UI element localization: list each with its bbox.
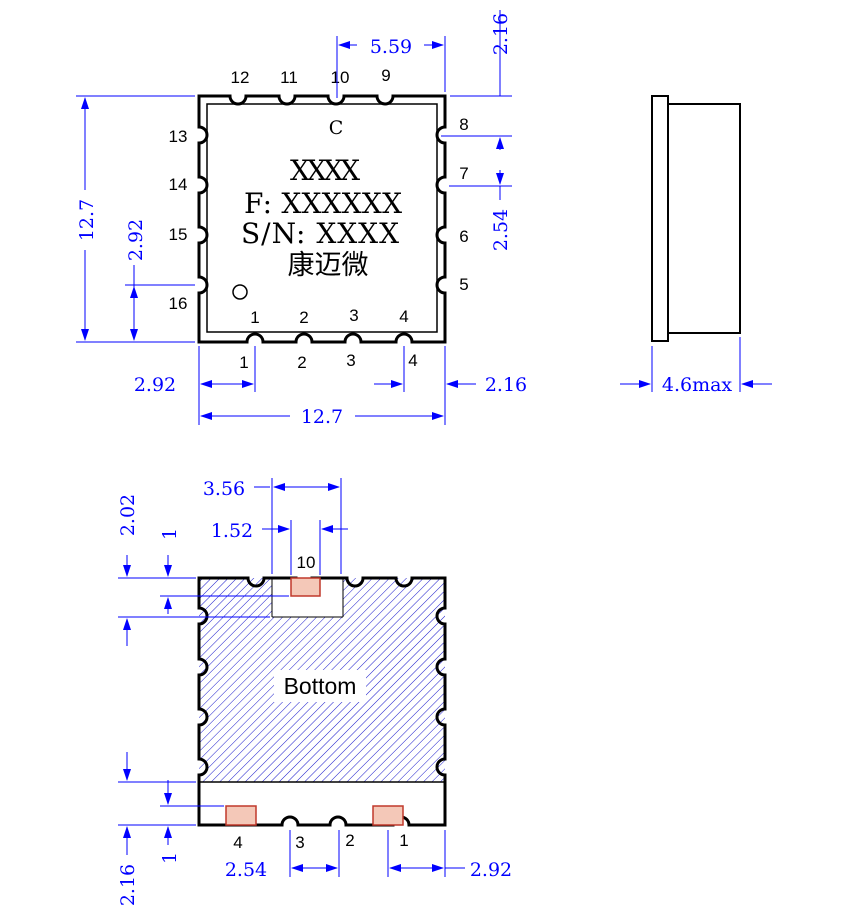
orientation-mark: C: [329, 117, 344, 139]
svg-text:5.59: 5.59: [370, 36, 412, 58]
dim-top-right-offset: 2.16: [450, 10, 512, 97]
dim-top-strip: 1: [159, 528, 289, 614]
top-view-outline: [197, 94, 447, 344]
pin-label: 10: [331, 68, 350, 87]
pin-label: 15: [169, 225, 188, 244]
dim-bottom-strip: 1: [159, 780, 224, 864]
svg-text:12.7: 12.7: [301, 406, 343, 428]
svg-text:2.92: 2.92: [134, 374, 176, 396]
svg-text:12.7: 12.7: [76, 199, 98, 241]
pin-label: 1: [239, 353, 248, 372]
bottom-label: Bottom: [284, 673, 357, 699]
svg-text:2.02: 2.02: [117, 494, 139, 536]
pin-label: 8: [459, 115, 468, 134]
dim-left-pin-offset: 2.92: [125, 219, 195, 341]
pin-label: 5: [459, 275, 468, 294]
pin-label: 3: [349, 306, 358, 325]
dim-height: 12.7: [76, 95, 195, 343]
dim-bottom-right-offset: 2.92: [387, 830, 512, 881]
bottom-view: Bottom 10 4 3 2 1 3.56 1.52 2: [117, 478, 512, 906]
top-view: C XXXX F: XXXXXX S/N: XXXX 康迈微 12 11 10 …: [76, 10, 527, 428]
svg-text:2.92: 2.92: [470, 859, 512, 881]
dim-bottom-pitch: 2.54: [225, 830, 340, 881]
dim-thickness: 4.6max: [662, 374, 733, 396]
svg-text:2.54: 2.54: [490, 209, 512, 251]
pin-label: 9: [381, 66, 390, 85]
marking-line3: S/N: XXXX: [241, 217, 399, 250]
dim-width: 12.7: [200, 406, 444, 428]
top-view-lid: [206, 103, 438, 333]
pin-label: 6: [459, 227, 468, 246]
dim-bottom-edge-offset: 2.16: [117, 752, 196, 906]
pin-label: 4: [233, 833, 242, 852]
pin1-dot-icon: [232, 284, 248, 300]
pad-10: [290, 577, 321, 597]
svg-text:2.16: 2.16: [117, 864, 139, 906]
marking-line1: XXXX: [290, 154, 360, 187]
side-view-lid: [667, 103, 741, 334]
svg-text:2.16: 2.16: [485, 374, 527, 396]
dim-bottom-right-offset: 2.16: [374, 346, 527, 425]
dim-top-edge-offset: 2.02: [117, 494, 270, 646]
pin-label: 12: [231, 68, 250, 87]
pin-label: 2: [345, 831, 354, 850]
pad-4: [225, 805, 257, 826]
pin-label: 1: [250, 308, 259, 327]
side-view: 4.6max: [620, 95, 772, 396]
pin-label: 2: [299, 308, 308, 327]
dim-bottom-left-offset: 2.92: [134, 346, 256, 425]
svg-text:2.54: 2.54: [225, 859, 267, 881]
svg-text:1.52: 1.52: [211, 520, 253, 542]
svg-text:2.16: 2.16: [490, 13, 512, 55]
pin-label: 3: [346, 351, 355, 370]
pad-1: [372, 805, 404, 826]
pin-label: 10: [297, 553, 316, 572]
dim-right-pitch: 2.54: [441, 135, 512, 251]
pin-label: 16: [169, 294, 188, 313]
svg-text:1: 1: [159, 852, 181, 864]
dim-pad-width: 1.52: [211, 520, 348, 575]
bottom-view-outline: [197, 576, 447, 827]
svg-text:2.92: 2.92: [125, 219, 147, 261]
pin-label: 13: [169, 127, 188, 146]
marking-maker: 康迈微: [288, 250, 369, 281]
pin-label: 3: [295, 833, 304, 852]
pin-label: 7: [459, 164, 468, 183]
pin-label: 4: [408, 351, 417, 370]
dim-pad-span: 3.56: [203, 478, 342, 574]
side-view-base: [651, 95, 669, 342]
svg-text:3.56: 3.56: [203, 478, 245, 500]
marking-line2: F: XXXXXX: [244, 187, 402, 220]
svg-text:1: 1: [159, 528, 181, 540]
pin-label: 2: [297, 353, 306, 372]
pin-label: 1: [399, 831, 408, 850]
dim-top-pitch: 5.59: [336, 36, 446, 98]
pin-label: 4: [399, 307, 408, 326]
pin-label: 11: [280, 68, 298, 87]
pin-label: 14: [169, 175, 188, 194]
